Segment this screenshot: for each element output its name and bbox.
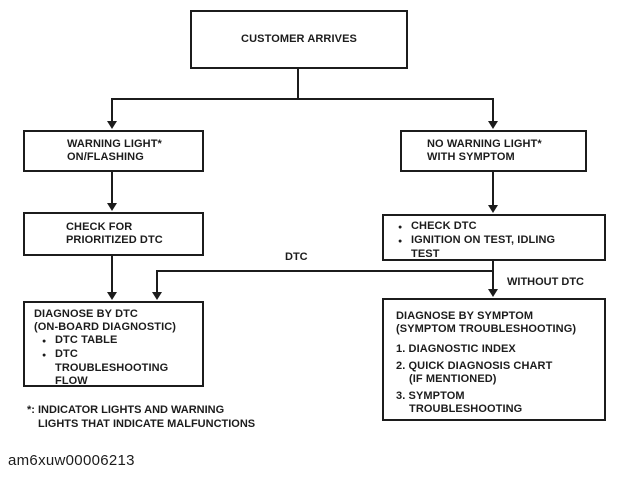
footnote: *: INDICATOR LIGHTS AND WARNING LIGHTS T… xyxy=(27,403,255,431)
node-customer-arrives-label: CUSTOMER ARRIVES xyxy=(241,33,357,45)
arrow-down-icon xyxy=(107,121,117,129)
node-check-dtc: CHECK DTC IGNITION ON TEST, IDLING TEST xyxy=(382,214,606,261)
node-warning-light: WARNING LIGHT* ON/FLASHING xyxy=(23,130,204,172)
connector-check-to-diagnose-dtc xyxy=(111,256,113,293)
connector-split-bar xyxy=(111,98,494,100)
connector-check-dtc-down xyxy=(492,261,494,291)
node-no-warning-light-line2: WITH SYMPTOM xyxy=(427,151,515,163)
bullet-icon xyxy=(42,348,55,362)
node-diagnose-symptom-item1: 1. DIAGNOSTIC INDEX xyxy=(396,343,516,355)
node-diagnose-dtc-title1: DIAGNOSE BY DTC xyxy=(34,308,138,320)
node-diagnose-dtc-bullet2-cont1: TROUBLESHOOTING xyxy=(55,362,169,374)
arrow-down-icon xyxy=(488,121,498,129)
node-check-dtc-bullet2-cont: TEST xyxy=(411,248,440,260)
node-no-warning-light: NO WARNING LIGHT* WITH SYMPTOM xyxy=(400,130,587,172)
node-warning-light-line1: WARNING LIGHT* xyxy=(67,138,162,150)
edge-label-without-dtc: WITHOUT DTC xyxy=(507,276,584,288)
arrow-down-icon xyxy=(107,203,117,211)
connector-dtc-branch-down xyxy=(156,272,158,293)
footnote-line1: *: INDICATOR LIGHTS AND WARNING xyxy=(27,404,225,416)
arrow-down-icon xyxy=(152,292,162,300)
node-no-warning-light-line1: NO WARNING LIGHT* xyxy=(427,138,542,150)
node-check-dtc-bullet2: IGNITION ON TEST, IDLING xyxy=(411,234,556,246)
connector-warning-to-check xyxy=(111,172,113,205)
node-check-prioritized-dtc: CHECK FOR PRIORITIZED DTC xyxy=(23,212,204,256)
bullet-icon xyxy=(398,234,411,248)
node-diagnose-dtc-bullet1: DTC TABLE xyxy=(55,334,118,346)
node-diagnose-dtc-title2: (ON-BOARD DIAGNOSTIC) xyxy=(34,321,177,333)
connector-dtc-branch-bar xyxy=(156,270,494,272)
node-check-dtc-bullet1: CHECK DTC xyxy=(411,220,477,232)
edge-label-dtc: DTC xyxy=(285,251,308,263)
node-diagnose-symptom-item2-cont: (IF MENTIONED) xyxy=(409,373,497,385)
footnote-line2: LIGHTS THAT INDICATE MALFUNCTIONS xyxy=(38,418,256,430)
node-warning-light-line2: ON/FLASHING xyxy=(67,151,144,163)
bullet-icon xyxy=(42,334,55,348)
connector-to-warning-light xyxy=(111,98,113,123)
node-diagnose-symptom-title1: DIAGNOSE BY SYMPTOM xyxy=(396,310,534,322)
node-diagnose-symptom-item2: 2. QUICK DIAGNOSIS CHART xyxy=(396,360,553,372)
arrow-down-icon xyxy=(488,289,498,297)
node-customer-arrives: CUSTOMER ARRIVES xyxy=(190,10,408,69)
node-diagnose-by-symptom: DIAGNOSE BY SYMPTOM (SYMPTOM TROUBLESHOO… xyxy=(382,298,606,421)
arrow-down-icon xyxy=(107,292,117,300)
bullet-icon xyxy=(398,220,411,234)
node-diagnose-dtc-bullet2-cont2: FLOW xyxy=(55,375,88,387)
connector-no-warning-to-check-dtc xyxy=(492,172,494,207)
arrow-down-icon xyxy=(488,205,498,213)
node-diagnose-symptom-item3: 3. SYMPTOM xyxy=(396,390,465,402)
node-check-prioritized-line2: PRIORITIZED DTC xyxy=(66,234,163,246)
node-check-prioritized-line1: CHECK FOR xyxy=(66,221,133,233)
node-diagnose-symptom-title2: (SYMPTOM TROUBLESHOOTING) xyxy=(396,323,577,335)
node-diagnose-by-dtc: DIAGNOSE BY DTC (ON-BOARD DIAGNOSTIC) DT… xyxy=(23,301,204,387)
connector-to-no-warning-light xyxy=(492,98,494,123)
node-diagnose-symptom-item3-cont: TROUBLESHOOTING xyxy=(409,403,523,415)
figure-id: am6xuw00006213 xyxy=(8,452,135,469)
node-diagnose-dtc-bullet2: DTC xyxy=(55,348,78,360)
connector-start-stem xyxy=(297,68,299,99)
